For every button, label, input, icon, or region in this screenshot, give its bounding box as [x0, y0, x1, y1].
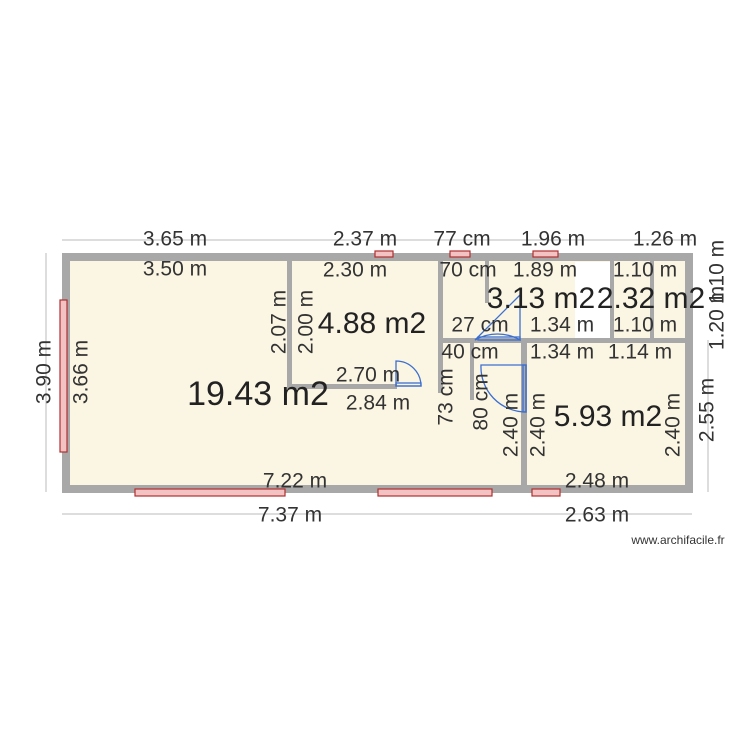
dimension-labels: 3.65 m 2.37 m 77 cm 1.96 m 1.26 m 3.50 m…	[33, 228, 729, 527]
dimension-label: 77 cm	[433, 228, 490, 251]
dimension-label: 2.40 m	[500, 393, 523, 457]
dimension-label: 2.63 m	[565, 504, 629, 527]
dimension-label: 2.30 m	[323, 259, 387, 282]
dimension-label: 27 cm	[451, 314, 508, 337]
dimension-label: 7.22 m	[263, 470, 327, 493]
window	[377, 488, 493, 497]
dimension-label: 80 cm	[470, 373, 493, 430]
dimension-label: 2.84 m	[346, 392, 410, 415]
dimension-label: 1.10 m	[706, 240, 729, 304]
dimension-label: 1.20 m	[706, 286, 729, 350]
door	[477, 336, 521, 341]
dimension-label: 3.90 m	[33, 340, 56, 404]
area-room-2: 4.88 m2	[318, 307, 426, 340]
windows	[59, 250, 561, 497]
watermark: www.archifacile.fr	[630, 533, 724, 547]
door-swing	[480, 364, 527, 413]
area-living: 19.43 m2	[187, 375, 329, 413]
area-room-5: 5.93 m2	[554, 400, 662, 433]
dimension-label: 1.26 m	[633, 228, 697, 251]
door	[395, 382, 422, 387]
dimension-label: 2.55 m	[696, 378, 719, 442]
door	[522, 364, 527, 413]
dimension-label: 1.10 m	[613, 259, 677, 282]
dimension-label: 1.34 m	[530, 314, 594, 337]
window	[449, 250, 471, 258]
window	[374, 250, 394, 258]
window	[531, 488, 561, 497]
dimension-label: 1.14 m	[608, 341, 672, 364]
dimension-label: 3.66 m	[70, 340, 93, 404]
dimension-label: 7.37 m	[258, 504, 322, 527]
window	[134, 488, 286, 497]
window	[59, 299, 68, 453]
dimension-label: 1.89 m	[513, 259, 577, 282]
area-room-3: 3.13 m2	[487, 282, 595, 315]
dimension-label: 2.70 m	[336, 364, 400, 387]
dimension-label: 70 cm	[439, 259, 496, 282]
dimension-label: 2.07 m	[268, 290, 291, 354]
dimension-label: 73 cm	[435, 368, 458, 425]
dimension-label: 2.37 m	[333, 228, 397, 251]
dimension-label: 3.50 m	[143, 258, 207, 281]
dimension-label: 2.00 m	[295, 290, 318, 354]
closet-floor	[575, 262, 610, 340]
dimension-label: 40 cm	[441, 341, 498, 364]
area-room-4: 2.32 m2	[597, 282, 705, 315]
dimension-label: 2.40 m	[527, 393, 550, 457]
dimension-label: 3.65 m	[143, 228, 207, 251]
window	[532, 250, 559, 258]
dimension-label: 2.40 m	[662, 393, 685, 457]
dimension-label: 1.96 m	[521, 228, 585, 251]
dimension-label: 1.34 m	[530, 341, 594, 364]
dimension-label: 1.10 m	[613, 314, 677, 337]
doors	[395, 293, 527, 413]
dimension-label: 2.48 m	[565, 470, 629, 493]
